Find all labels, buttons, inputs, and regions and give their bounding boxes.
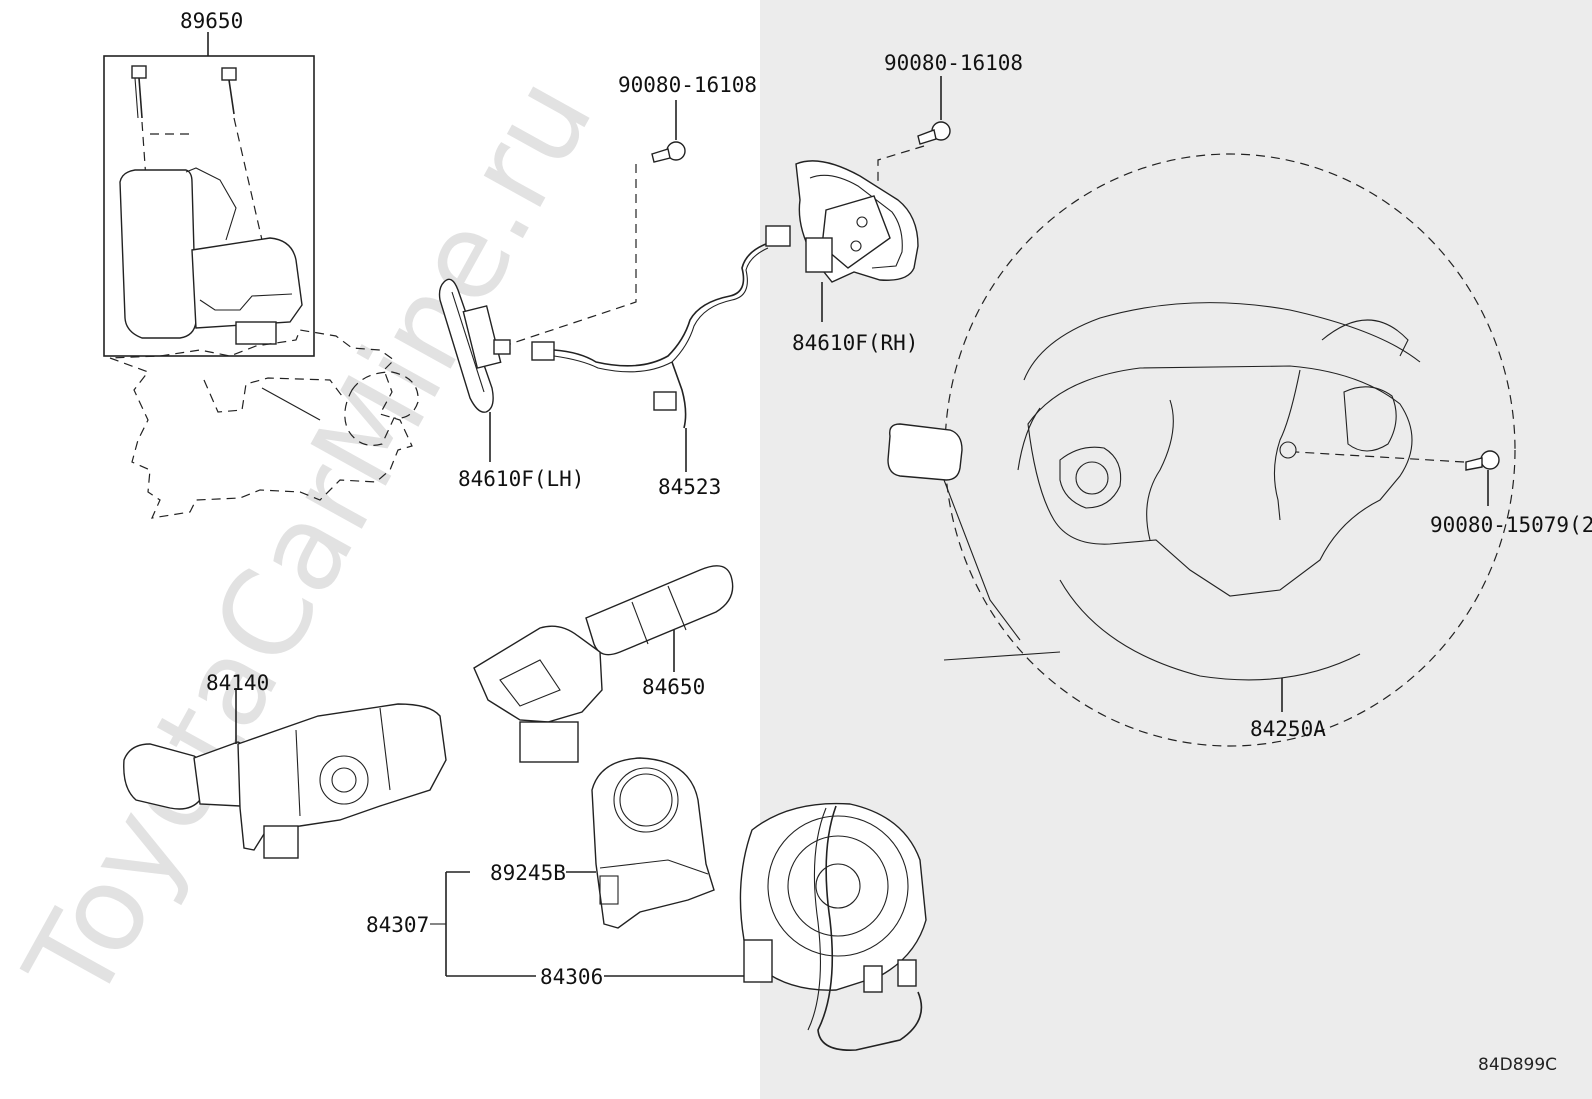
part-84610f-rh-switch: [795, 160, 919, 322]
part-90080-16108-right-screw: [877, 76, 951, 182]
label-89245b: 89245B: [490, 861, 566, 885]
assembly-leader-lines: [430, 871, 744, 977]
label-90080-16108-right: 90080-16108: [884, 51, 1023, 75]
part-84306-spiral-cable: [739, 802, 927, 1051]
part-84650-wiper-switch: [473, 565, 734, 763]
label-84610f-lh: 84610F(LH): [458, 467, 584, 491]
steering-column-phantom: [109, 329, 419, 519]
label-89650: 89650: [180, 9, 243, 33]
label-84250a: 84250A: [1250, 717, 1326, 741]
label-84140: 84140: [206, 671, 269, 695]
part-89650-assembly: [103, 32, 315, 357]
part-90080-16108-left-screw: [509, 100, 686, 345]
part-89245b-angle-sensor: [591, 757, 715, 929]
diagram-code: 84D899C: [1478, 1055, 1557, 1075]
label-84610f-rh: 84610F(RH): [792, 331, 918, 355]
part-84523-wire-harness: [531, 225, 791, 472]
label-84306: 84306: [540, 965, 603, 989]
label-84307: 84307: [366, 913, 429, 937]
label-84523: 84523: [658, 475, 721, 499]
label-90080-16108-left: 90080-16108: [618, 73, 757, 97]
label-84650: 84650: [642, 675, 705, 699]
part-90080-15079-screw: [1295, 450, 1500, 506]
label-90080-15079: 90080-15079(2): [1430, 513, 1592, 537]
part-84610f-lh-switch: [438, 278, 511, 462]
part-84250a-steering-wheel: [887, 153, 1516, 747]
part-84140-turn-signal-switch: [123, 688, 447, 859]
